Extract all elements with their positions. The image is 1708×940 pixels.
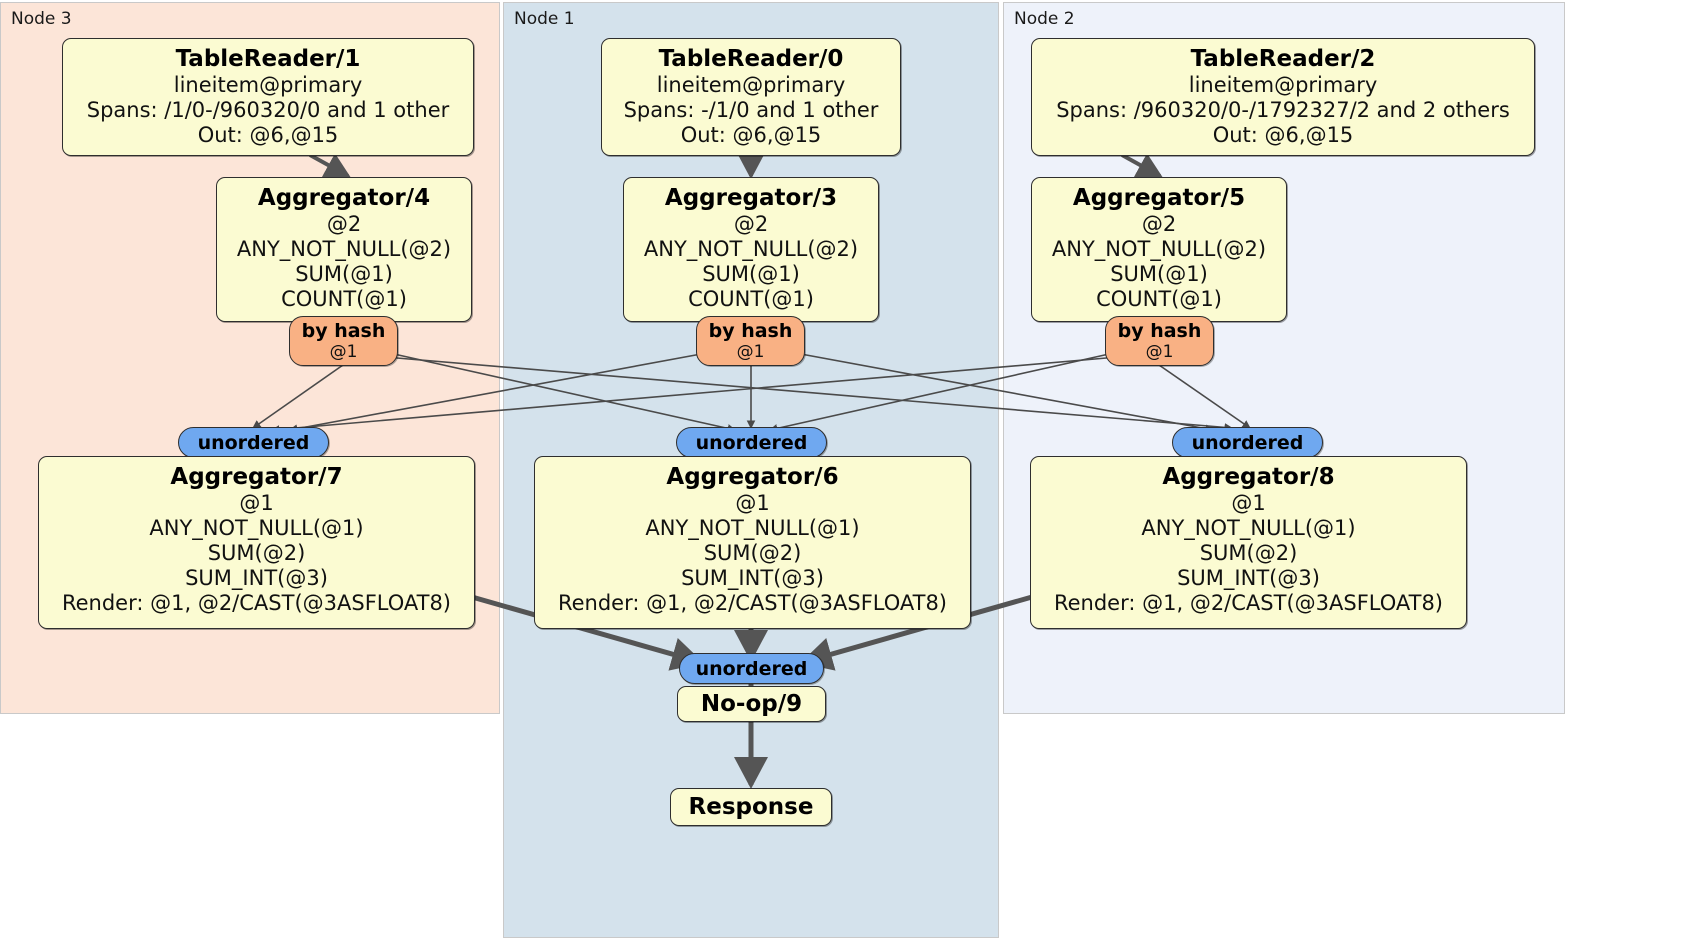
node-panel-label-node2: Node 2 <box>1014 9 1075 29</box>
stream-label: unordered <box>197 431 310 454</box>
processor-no-op-9[interactable]: No-op/9 <box>677 686 826 722</box>
stream-label: unordered <box>695 431 808 454</box>
router-by-hash-right[interactable]: by hash @1 <box>1105 316 1214 366</box>
processor-response[interactable]: Response <box>670 788 832 826</box>
processor-line: Spans: /960320/0-/1792327/2 and 2 others <box>1056 98 1510 122</box>
processor-line: ANY_NOT_NULL(@1) <box>149 516 364 540</box>
processor-title: TableReader/0 <box>658 46 844 72</box>
router-column-label: @1 <box>736 342 765 362</box>
processor-line: Spans: /1/0-/960320/0 and 1 other <box>86 98 450 122</box>
stream-unordered-center[interactable]: unordered <box>676 427 827 458</box>
processor-title: Aggregator/6 <box>666 464 839 490</box>
processor-line: lineitem@primary <box>173 73 363 97</box>
processor-line: ANY_NOT_NULL(@2) <box>1051 237 1267 261</box>
stream-unordered-right[interactable]: unordered <box>1172 427 1323 458</box>
stream-label: unordered <box>1191 431 1304 454</box>
processor-line: lineitem@primary <box>1188 73 1378 97</box>
processor-table-reader-2[interactable]: TableReader/2 lineitem@primary Spans: /9… <box>1031 38 1535 156</box>
processor-title: Response <box>688 793 814 820</box>
router-by-hash-center[interactable]: by hash @1 <box>696 316 805 366</box>
processor-line: @2 <box>1141 212 1177 236</box>
router-type-label: by hash <box>708 320 793 342</box>
processor-line: COUNT(@1) <box>688 287 814 311</box>
processor-line: SUM(@2) <box>703 541 802 565</box>
processor-line: Render: @1, @2/CAST(@3ASFLOAT8) <box>1053 591 1444 615</box>
processor-line: SUM(@1) <box>1110 262 1208 286</box>
processor-title: No-op/9 <box>700 690 803 717</box>
processor-line: SUM_INT(@3) <box>185 566 328 590</box>
processor-line: SUM(@2) <box>1199 541 1298 565</box>
processor-line: Render: @1, @2/CAST(@3ASFLOAT8) <box>557 591 948 615</box>
processor-line: SUM(@1) <box>295 262 393 286</box>
router-type-label: by hash <box>301 320 386 342</box>
processor-line: Out: @6,@15 <box>197 123 339 147</box>
processor-line: ANY_NOT_NULL(@2) <box>236 237 452 261</box>
processor-title: TableReader/1 <box>175 46 361 72</box>
processor-title: Aggregator/5 <box>1072 185 1246 211</box>
processor-line: @1 <box>735 491 770 515</box>
processor-table-reader-0[interactable]: TableReader/0 lineitem@primary Spans: -/… <box>601 38 901 156</box>
router-column-label: @1 <box>1145 342 1174 362</box>
processor-title: TableReader/2 <box>1190 46 1376 72</box>
processor-line: COUNT(@1) <box>1096 287 1222 311</box>
processor-aggregator-7[interactable]: Aggregator/7 @1 ANY_NOT_NULL(@1) SUM(@2)… <box>38 456 475 629</box>
processor-line: ANY_NOT_NULL(@2) <box>643 237 859 261</box>
router-column-label: @1 <box>329 342 358 362</box>
processor-line: @2 <box>326 212 362 236</box>
processor-title: Aggregator/3 <box>664 185 838 211</box>
processor-aggregator-5[interactable]: Aggregator/5 @2 ANY_NOT_NULL(@2) SUM(@1)… <box>1031 177 1287 322</box>
stream-unordered-left[interactable]: unordered <box>178 427 329 458</box>
processor-aggregator-3[interactable]: Aggregator/3 @2 ANY_NOT_NULL(@2) SUM(@1)… <box>623 177 879 322</box>
processor-title: Aggregator/4 <box>257 185 431 211</box>
stream-unordered-final[interactable]: unordered <box>679 653 824 684</box>
processor-line: SUM(@1) <box>702 262 800 286</box>
processor-line: lineitem@primary <box>656 73 846 97</box>
processor-line: ANY_NOT_NULL(@1) <box>1141 516 1356 540</box>
processor-aggregator-8[interactable]: Aggregator/8 @1 ANY_NOT_NULL(@1) SUM(@2)… <box>1030 456 1467 629</box>
processor-aggregator-6[interactable]: Aggregator/6 @1 ANY_NOT_NULL(@1) SUM(@2)… <box>534 456 971 629</box>
processor-line: SUM_INT(@3) <box>681 566 824 590</box>
processor-title: Aggregator/8 <box>1162 464 1335 490</box>
stream-label: unordered <box>695 657 808 680</box>
processor-line: COUNT(@1) <box>281 287 407 311</box>
processor-line: @1 <box>1231 491 1266 515</box>
router-type-label: by hash <box>1117 320 1202 342</box>
processor-title: Aggregator/7 <box>170 464 343 490</box>
processor-line: Spans: -/1/0 and 1 other <box>623 98 879 122</box>
router-by-hash-left[interactable]: by hash @1 <box>289 316 398 366</box>
processor-line: SUM(@2) <box>207 541 306 565</box>
processor-line: ANY_NOT_NULL(@1) <box>645 516 860 540</box>
processor-line: @2 <box>733 212 769 236</box>
processor-aggregator-4[interactable]: Aggregator/4 @2 ANY_NOT_NULL(@2) SUM(@1)… <box>216 177 472 322</box>
processor-line: Render: @1, @2/CAST(@3ASFLOAT8) <box>61 591 452 615</box>
processor-line: Out: @6,@15 <box>680 123 822 147</box>
processor-line: Out: @6,@15 <box>1212 123 1354 147</box>
processor-line: SUM_INT(@3) <box>1177 566 1320 590</box>
node-panel-label-node1: Node 1 <box>514 9 575 29</box>
processor-table-reader-1[interactable]: TableReader/1 lineitem@primary Spans: /1… <box>62 38 474 156</box>
node-panel-label-node3: Node 3 <box>11 9 72 29</box>
processor-line: @1 <box>239 491 274 515</box>
